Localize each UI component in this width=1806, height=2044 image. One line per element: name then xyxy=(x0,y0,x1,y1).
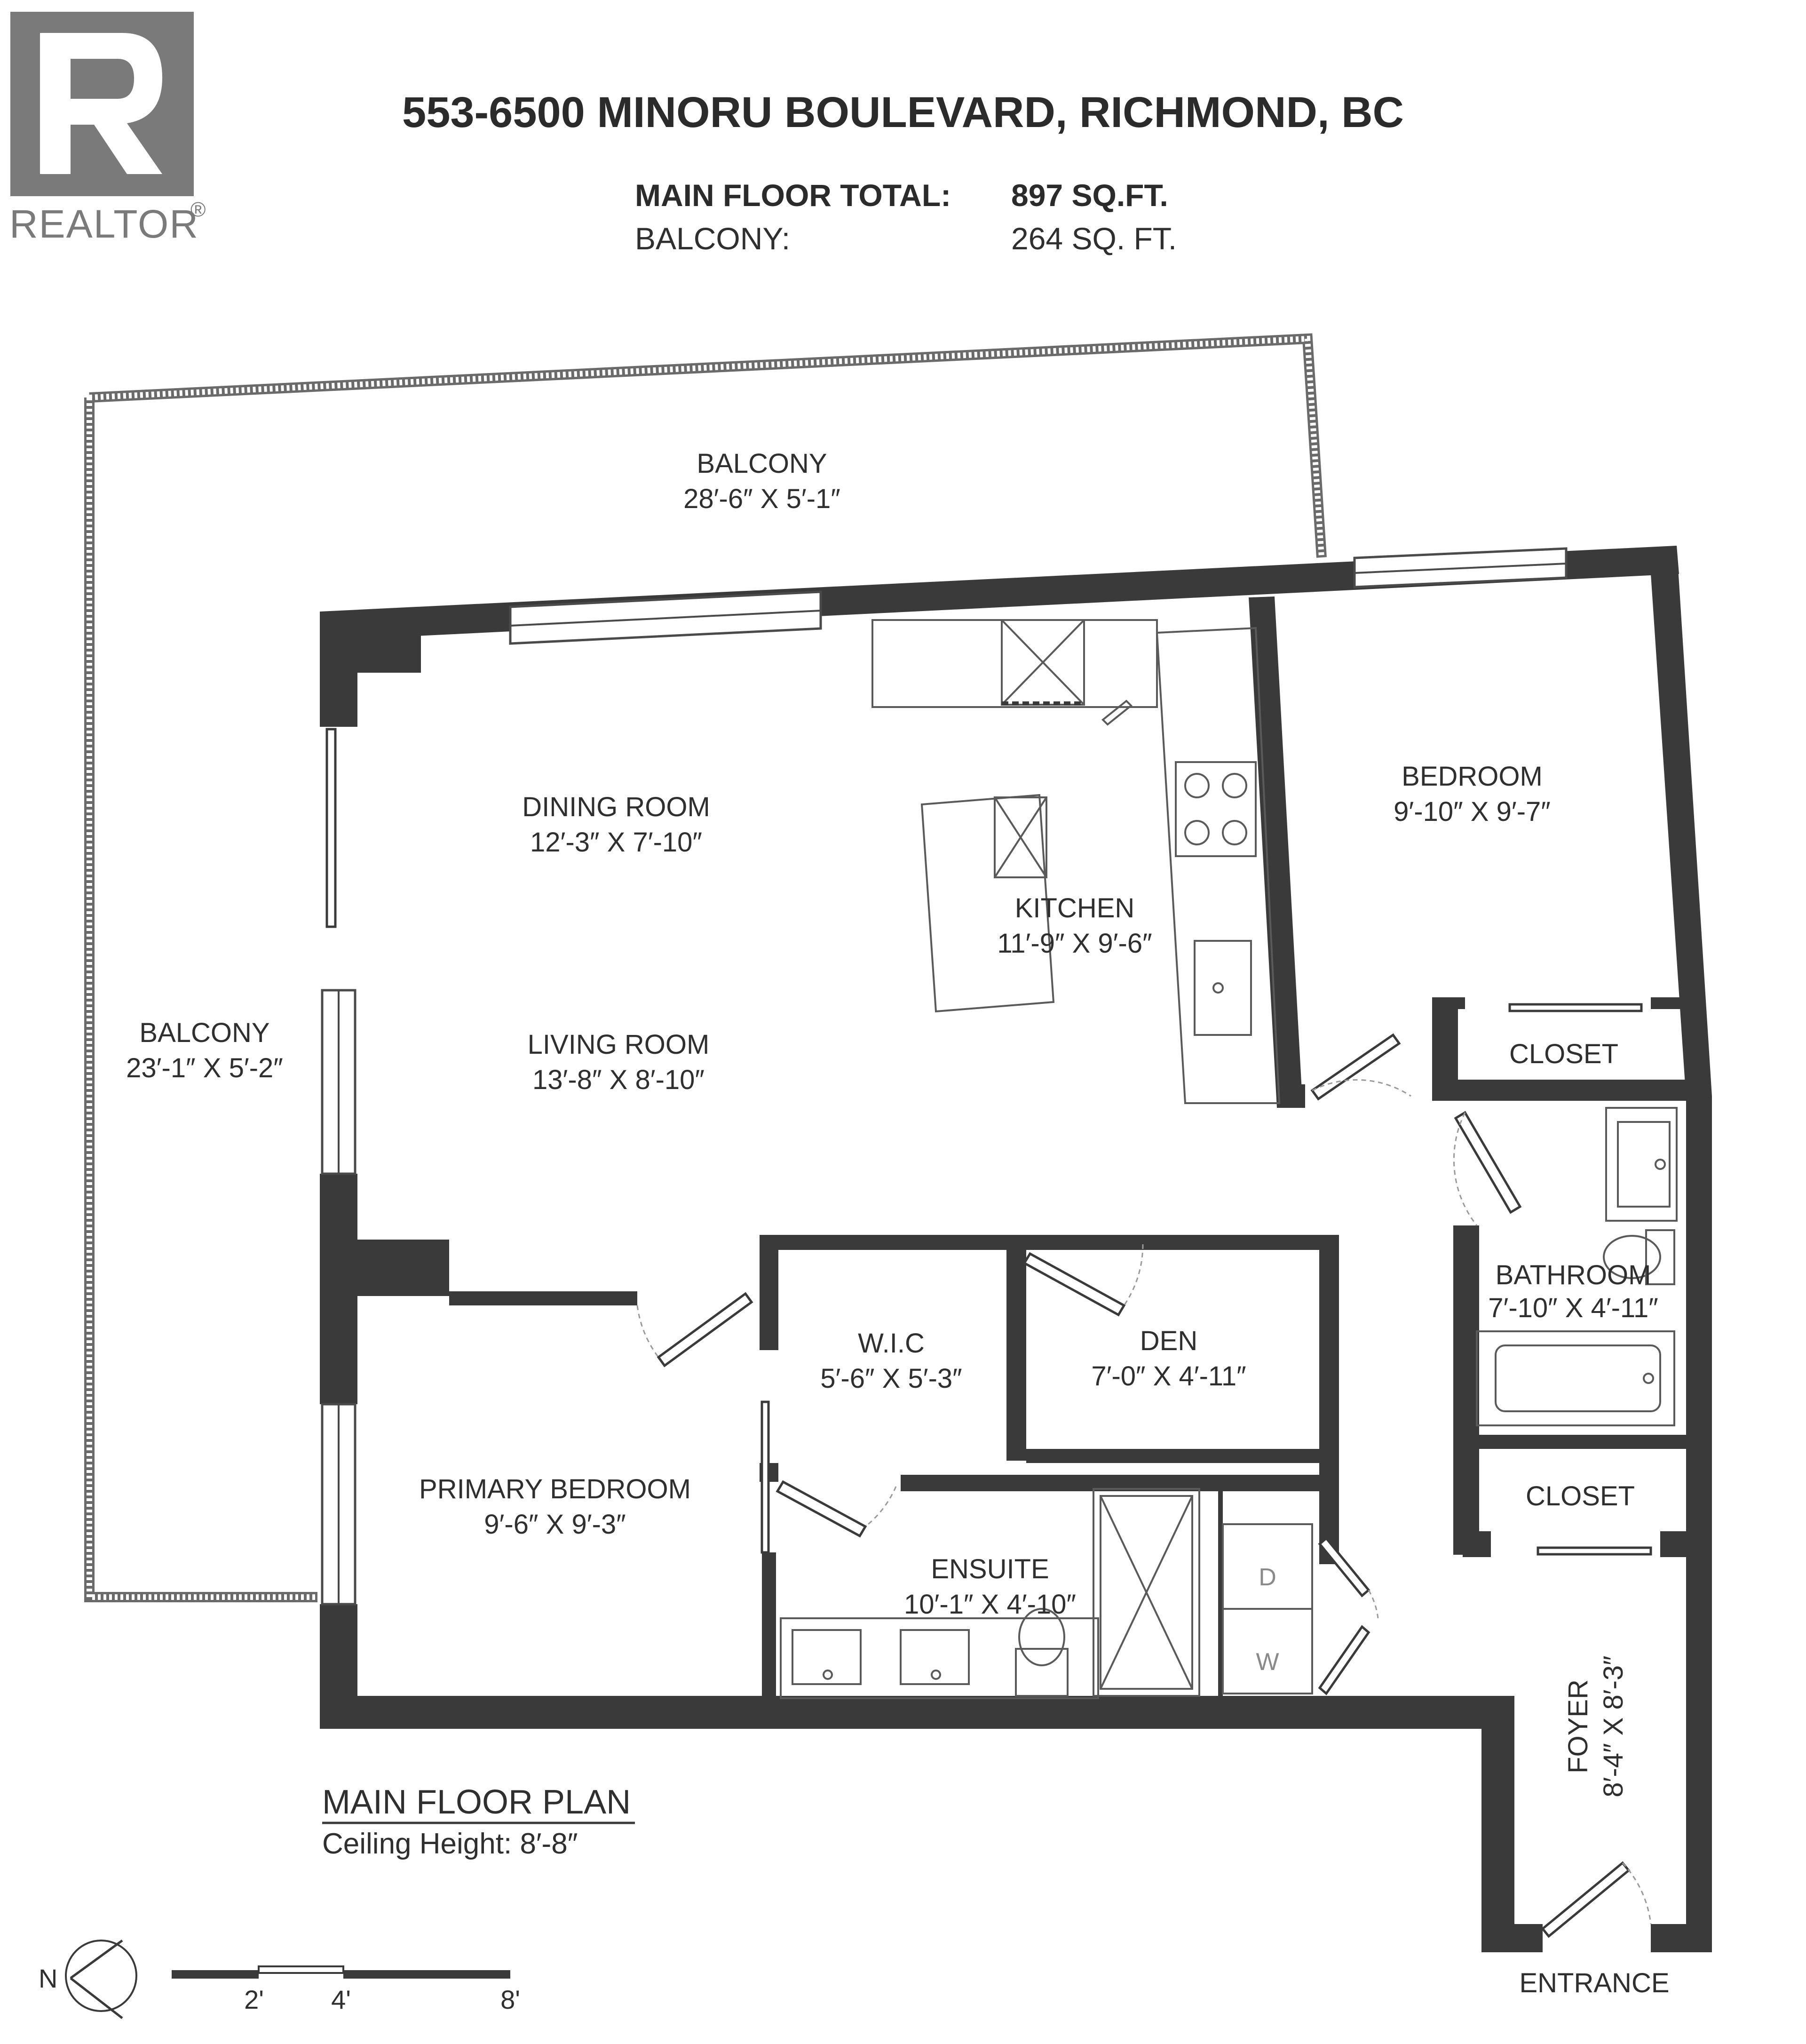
stove-icon xyxy=(1175,761,1257,857)
shower-icon xyxy=(1093,1488,1200,1697)
den-dims: 7′-0″ X 4′-11″ xyxy=(1091,1361,1246,1392)
kitchen-dims: 11′-9″ X 9′-6″ xyxy=(997,928,1152,959)
room-labels: BALCONY 28′-6″ X 5′-1″ BALCONY 23′-1″ X … xyxy=(126,448,1669,1998)
balcony-left-dims: 23′-1″ X 5′-2″ xyxy=(126,1053,283,1083)
balcony-area-label: BALCONY: xyxy=(635,221,790,256)
bedroom-dims: 9′-10″ X 9′-7″ xyxy=(1394,796,1551,827)
realtor-logo: REALTOR ® xyxy=(9,12,206,246)
bathroom-fixtures xyxy=(1476,1107,1678,1426)
washer-dryer: D W xyxy=(1222,1523,1313,1694)
plan-title: MAIN FLOOR PLAN xyxy=(322,1783,631,1821)
bedroom-door xyxy=(1310,1033,1411,1101)
scale-bar: 2' 4' 8' xyxy=(172,1965,520,2014)
sink-icon xyxy=(900,1629,970,1685)
primary-dims: 9′-6″ X 9′-3″ xyxy=(484,1509,626,1540)
dining-name: DINING ROOM xyxy=(522,792,710,822)
interior-walls xyxy=(449,596,1688,1698)
kitchen-name: KITCHEN xyxy=(1015,893,1135,923)
den-name: DEN xyxy=(1140,1326,1197,1356)
scale-tick-4: 4' xyxy=(331,1985,351,2014)
main-floor-total-value: 897 SQ.FT. xyxy=(1011,178,1168,213)
wic-dims: 5′-6″ X 5′-3″ xyxy=(820,1363,962,1394)
toilet-icon xyxy=(1015,1608,1069,1697)
living-dims: 13′-8″ X 8′-10″ xyxy=(532,1065,705,1095)
sink-icon xyxy=(1194,940,1252,1036)
main-floor-total-label: MAIN FLOOR TOTAL: xyxy=(635,178,951,213)
sink-icon xyxy=(792,1629,862,1685)
fridge-box xyxy=(1001,619,1085,706)
compass-icon: N xyxy=(39,1939,137,2019)
wic-bifold xyxy=(760,1400,770,1554)
primary-name: PRIMARY BEDROOM xyxy=(419,1474,691,1504)
scale-tick-2: 2' xyxy=(244,1985,264,2014)
closet-bottom-name: CLOSET xyxy=(1526,1481,1635,1511)
bathroom-name: BATHROOM xyxy=(1496,1260,1651,1290)
bedroom-name: BEDROOM xyxy=(1402,761,1543,792)
foyer-name: FOYER xyxy=(1563,1679,1593,1774)
windows xyxy=(321,547,1568,1606)
closet-top-name: CLOSET xyxy=(1509,1039,1618,1069)
scale-tick-8: 8' xyxy=(500,1985,520,2014)
realtor-wordmark: REALTOR xyxy=(9,202,199,246)
registered-mark: ® xyxy=(190,198,206,221)
doors xyxy=(636,1003,1652,1938)
bathroom-door xyxy=(1453,1111,1522,1226)
balcony-area-value: 264 SQ. FT. xyxy=(1011,221,1177,256)
laundry-doors xyxy=(1318,1536,1379,1695)
sink-icon xyxy=(1605,1107,1678,1222)
dryer-label: D xyxy=(1259,1564,1276,1591)
den-door xyxy=(1022,1244,1144,1317)
ensuite-name: ENSUITE xyxy=(931,1554,1049,1584)
entrance-label: ENTRANCE xyxy=(1519,1968,1669,1998)
ceiling-height: Ceiling Height: 8′-8″ xyxy=(322,1828,578,1860)
ensuite-door xyxy=(776,1480,897,1538)
north-label: N xyxy=(39,1964,57,1993)
dining-dims: 12′-3″ X 7′-10″ xyxy=(530,827,702,858)
primary-door xyxy=(636,1292,753,1368)
washer-label: W xyxy=(1256,1648,1279,1676)
kitchen-island xyxy=(920,794,1055,1013)
kitchen-fixtures xyxy=(871,619,1281,1104)
toilet-icon xyxy=(1603,1229,1675,1285)
bathroom-dims: 7′-10″ X 4′-11″ xyxy=(1488,1293,1658,1323)
balcony-railing xyxy=(84,333,1327,1602)
balcony-top-name: BALCONY xyxy=(697,448,827,479)
property-address: 553-6500 MINORU BOULEVARD, RICHMOND, BC xyxy=(402,88,1404,136)
entrance-door xyxy=(1541,1861,1652,1938)
ensuite-dims: 10′-1″ X 4′-10″ xyxy=(904,1589,1076,1620)
bathtub-icon xyxy=(1476,1330,1675,1426)
ensuite-fixtures: D W xyxy=(780,1488,1313,1699)
living-name: LIVING ROOM xyxy=(528,1029,710,1060)
foyer-dims: 8′-4″ X 8′-3″ xyxy=(1598,1655,1629,1797)
balcony-top-dims: 28′-6″ X 5′-1″ xyxy=(683,484,840,514)
closet-sliders xyxy=(1508,1003,1652,1556)
wic-name: W.I.C xyxy=(858,1328,925,1359)
plan-caption: MAIN FLOOR PLAN Ceiling Height: 8′-8″ xyxy=(322,1783,635,1860)
balcony-left-name: BALCONY xyxy=(139,1018,269,1048)
